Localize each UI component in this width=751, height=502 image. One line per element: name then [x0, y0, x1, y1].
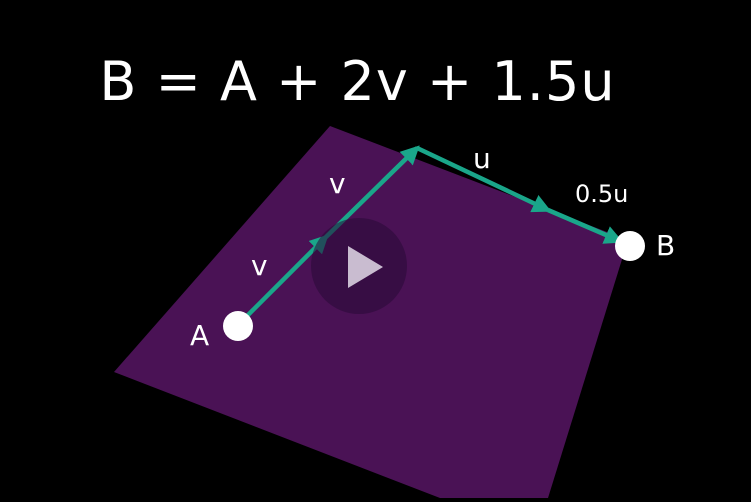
vector-u [416, 145, 552, 213]
label-vector-u: u [473, 142, 491, 175]
point-b [615, 231, 645, 261]
vector-v-first [236, 234, 329, 327]
label-vector-v-first: v [251, 249, 268, 282]
equation-title: B = A + 2v + 1.5u [99, 50, 616, 113]
play-icon [348, 246, 383, 288]
label-vector-v-second: v [329, 167, 346, 200]
label-point-a: A [190, 319, 210, 352]
label-point-b: B [656, 229, 676, 262]
play-button[interactable] [311, 218, 407, 314]
vector-half-u [547, 207, 624, 244]
point-a [223, 311, 253, 341]
label-vector-half-u: 0.5u [575, 180, 629, 208]
